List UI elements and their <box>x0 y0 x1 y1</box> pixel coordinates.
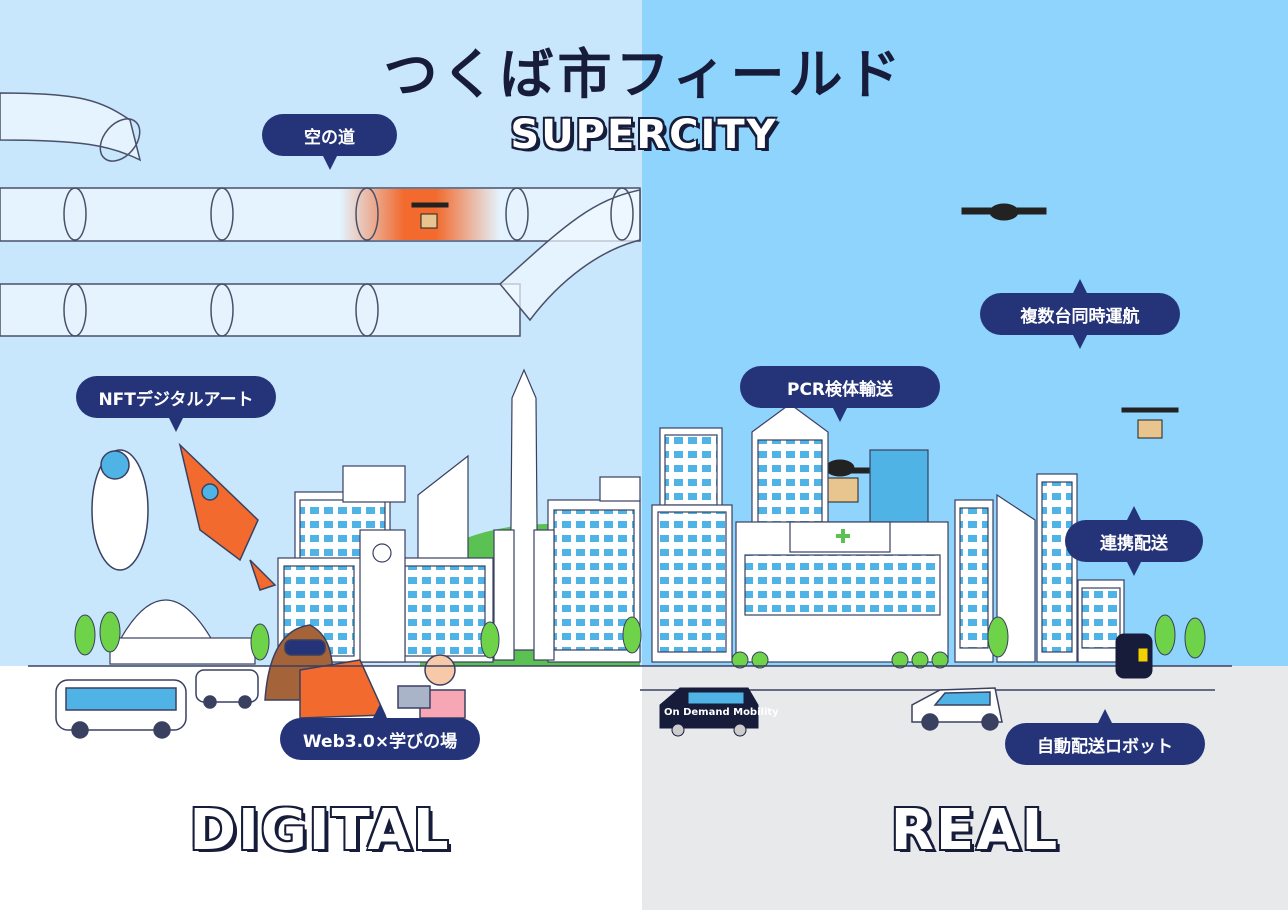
robot-bubble: 自動配送ロボット <box>1005 709 1205 765</box>
on-demand-van <box>659 687 759 737</box>
real-heading: REAL <box>890 798 1060 863</box>
supercity-heading: SUPERCITY <box>510 112 778 158</box>
van-label: On Demand Mobility <box>664 707 779 718</box>
web3-bubble: Web3.0×学びの場 <box>280 704 480 760</box>
coordinated-delivery-bubble: 連携配送 <box>1065 506 1203 576</box>
page-title: つくば市フィールド <box>383 43 905 106</box>
digital-heading: DIGITAL <box>189 798 451 863</box>
drone-highlight <box>340 189 500 240</box>
bus <box>55 669 259 739</box>
pcr-bubble: PCR検体輸送 <box>740 366 940 422</box>
car <box>911 687 1003 731</box>
vr-learners <box>264 624 466 719</box>
delivery-robot <box>1115 633 1153 679</box>
drone-icon <box>411 202 1179 503</box>
multi-drone-bubble: 複数台同時運航 <box>980 279 1180 349</box>
astronaut-rocket <box>91 442 277 591</box>
nft-bubble: NFTデジタルアート <box>76 376 276 432</box>
sky-road-bubble: 空の道 <box>262 114 397 170</box>
sky-road-tubes <box>0 92 641 337</box>
